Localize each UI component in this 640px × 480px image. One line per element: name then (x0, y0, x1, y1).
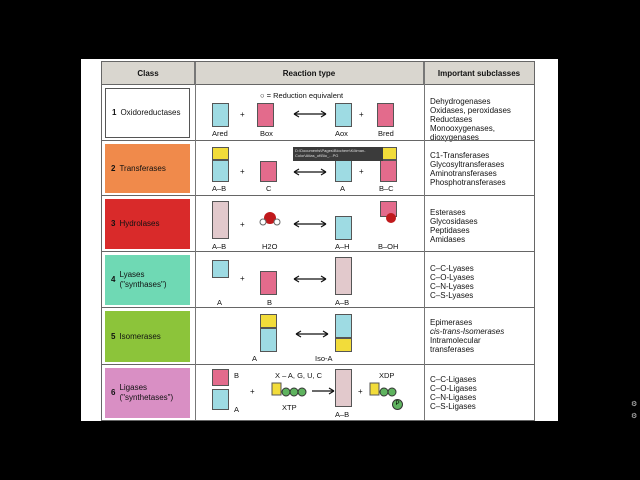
label: B (234, 371, 240, 380)
phosphate-icon: P (392, 399, 403, 410)
plus-sign: + (240, 274, 245, 283)
label: B–OH (378, 242, 399, 251)
label-a-red: Ared (212, 129, 228, 138)
plus-sign: + (240, 167, 245, 176)
xtp-molecule-icon (271, 382, 307, 397)
molecule-a (212, 260, 229, 278)
plus-sign: + (250, 387, 255, 396)
plus-sign: + (240, 220, 245, 229)
label: A (234, 405, 240, 414)
molecule-a-h (335, 216, 352, 240)
label: C (266, 184, 272, 193)
molecule-b (260, 271, 277, 295)
equilibrium-arrow (293, 168, 327, 176)
column-divider (424, 62, 425, 420)
group-c (212, 147, 229, 160)
label-a-ox: Aox (335, 129, 348, 138)
molecule-b-ox (257, 103, 274, 127)
equilibrium-arrow (293, 220, 327, 228)
molecule-iso-a (335, 314, 352, 338)
molecule-b-red (377, 103, 394, 127)
label-b-ox: Box (260, 129, 273, 138)
molecule-a (335, 160, 352, 182)
molecule-a-b (335, 369, 352, 407)
file-path-tooltip: D:\Documents\Pages\Biochem\Kölman-Color\… (293, 147, 383, 161)
slide-page: Class Reaction type Important subclasses… (81, 59, 558, 421)
header-reaction-type: Reaction type (195, 62, 424, 84)
label: A–H (335, 242, 350, 251)
hydroxyl-icon (386, 213, 396, 223)
water-molecule-icon (259, 212, 281, 226)
plus-sign: + (359, 167, 364, 176)
label: A (252, 354, 258, 363)
column-divider (195, 62, 196, 420)
molecule-a (212, 160, 229, 182)
group-yellow (260, 314, 277, 328)
label: A–B (335, 298, 350, 307)
molecule-a (212, 389, 229, 410)
label: A–B (335, 410, 350, 419)
equilibrium-arrow (293, 110, 327, 118)
molecule-a-b (335, 257, 352, 295)
enzyme-classes-table: Class Reaction type Important subclasses… (101, 61, 535, 421)
header-class: Class (102, 62, 195, 84)
molecule-a (260, 328, 277, 352)
header-subclasses: Important subclasses (424, 62, 534, 84)
molecule-c (260, 161, 277, 182)
molecule-b (380, 160, 397, 182)
reaction-arrow (312, 387, 335, 395)
plus-sign: + (358, 387, 363, 396)
label: B (267, 298, 273, 307)
molecule-b (212, 369, 229, 386)
plus-sign: + (359, 110, 364, 119)
reduction-equivalent-legend: ○ = Reduction equivalent (260, 91, 344, 100)
label: A (340, 184, 346, 193)
settings-icon[interactable]: ⚙ (631, 401, 638, 408)
settings-icon[interactable]: ⚙ (631, 413, 638, 420)
label: XTP (282, 403, 297, 412)
label: A (217, 298, 223, 307)
equilibrium-arrow (293, 275, 327, 283)
label: H2O (262, 242, 278, 251)
label: A–B (212, 242, 227, 251)
molecule-a-red (212, 103, 229, 127)
molecule-a-b (212, 201, 229, 239)
label: XDP (379, 371, 395, 380)
label: Iso-A (315, 354, 333, 363)
molecule-a-ox (335, 103, 352, 127)
equilibrium-arrow (295, 330, 329, 338)
group-yellow (335, 338, 352, 352)
label-b-red: Bred (378, 129, 394, 138)
plus-sign: + (240, 110, 245, 119)
xdp-molecule-icon (369, 382, 397, 397)
label: A–B (212, 184, 227, 193)
label-nucleotides: X – A, G, U, C (275, 371, 323, 380)
label: B–C (379, 184, 394, 193)
